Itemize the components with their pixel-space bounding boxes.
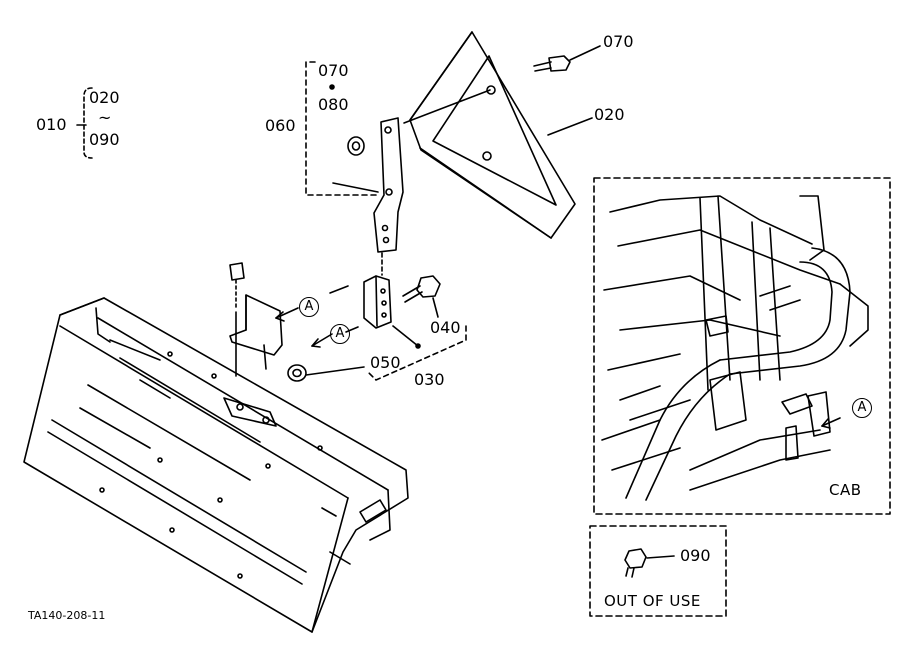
- dot-marker: [329, 84, 335, 90]
- leader-line: [403, 89, 491, 124]
- vertical-bolt: [229, 262, 245, 377]
- part-number-label: 030: [414, 370, 445, 389]
- out-of-use-frame: [589, 525, 727, 617]
- part-number-label: 050: [370, 353, 401, 372]
- cab-roll-bar-illustration: [601, 195, 869, 501]
- callout-a: A: [852, 398, 872, 418]
- bolt-040: [402, 275, 441, 318]
- part-number-label: 090: [680, 546, 711, 565]
- part-number-label: 070: [318, 61, 349, 80]
- mount-bracket: [363, 275, 392, 329]
- callout-a: A: [299, 297, 319, 317]
- triangle-reflector-plate: [409, 31, 576, 239]
- bolt-070: [533, 45, 601, 72]
- cab-inset-frame: [593, 177, 891, 515]
- arrow-line: [311, 333, 333, 347]
- part-number-label: 060: [265, 116, 296, 135]
- part-number-label: 070: [603, 32, 634, 51]
- rear-frame-panel: [23, 297, 409, 633]
- figure-code: TA140-208-11: [28, 609, 106, 622]
- cab-label: CAB: [829, 481, 862, 499]
- part-number-label: 080: [318, 95, 349, 114]
- leader-line: [392, 325, 419, 347]
- part-number-label: 040: [430, 318, 461, 337]
- group-bracket-030: [367, 325, 467, 381]
- l-bracket: [229, 294, 283, 370]
- leader-line: [547, 117, 593, 136]
- nut-080: [347, 136, 365, 156]
- part-number-label: 020: [89, 88, 120, 107]
- arrow-head: [311, 338, 321, 348]
- leader-line: [332, 182, 379, 193]
- part-number-label: 020: [594, 105, 625, 124]
- arrow-line: [275, 307, 299, 319]
- callout-a: A: [330, 324, 350, 344]
- out-of-use-label: OUT OF USE: [604, 592, 701, 610]
- group-bracket-060: [305, 61, 381, 196]
- part-number-label: 010: [36, 115, 67, 134]
- group-bracket-010: [76, 87, 93, 159]
- bolt-090: [624, 548, 675, 578]
- stay-bracket: [373, 117, 404, 253]
- arrow-line: [329, 285, 349, 294]
- range-tilde: ~: [98, 108, 112, 127]
- part-number-label: 090: [89, 130, 120, 149]
- nut-050: [287, 364, 365, 382]
